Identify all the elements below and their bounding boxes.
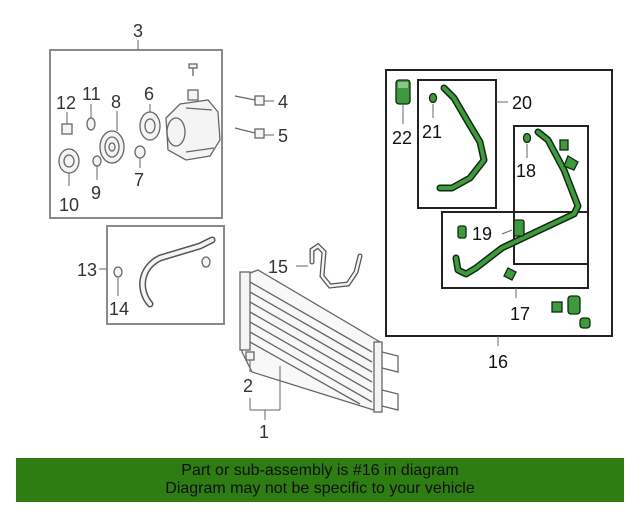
part-4-bolt[interactable] <box>234 95 274 106</box>
part-15-line[interactable] <box>296 242 363 289</box>
part-18-oring[interactable] <box>522 132 532 159</box>
part-21-oring[interactable] <box>428 92 438 119</box>
part-9-ring[interactable] <box>92 155 102 180</box>
leader-1 <box>249 366 281 420</box>
callout-18: 18 <box>516 161 536 181</box>
part-fittings[interactable] <box>551 295 591 329</box>
part-12-bolt[interactable] <box>61 112 73 135</box>
callout-9: 9 <box>91 183 101 203</box>
compressor-group: 3 12 11 8 6 <box>49 21 288 219</box>
callout-3: 3 <box>133 21 143 41</box>
part-11-ring[interactable] <box>86 104 96 131</box>
part-8-pulley[interactable] <box>99 111 125 164</box>
callout-17: 17 <box>510 304 530 324</box>
callout-2: 2 <box>243 376 253 396</box>
part-2-cap[interactable] <box>245 351 255 372</box>
part-13-hose[interactable] <box>139 236 216 308</box>
callout-14: 14 <box>109 299 129 319</box>
callout-4: 4 <box>278 92 288 112</box>
banner-line-2: Diagram may not be specific to your vehi… <box>165 480 475 497</box>
callout-10: 10 <box>59 195 79 215</box>
callout-6: 6 <box>144 84 154 104</box>
callout-20: 20 <box>512 93 532 113</box>
callout-19: 19 <box>472 224 492 244</box>
part-7-snap-ring[interactable] <box>134 145 146 168</box>
compressor-group-box <box>49 49 223 219</box>
hose-17-upper-box <box>513 125 589 265</box>
callout-1: 1 <box>259 422 269 442</box>
part-6-clutch[interactable] <box>139 104 161 141</box>
callout-5: 5 <box>278 126 288 146</box>
callout-13: 13 <box>77 260 97 280</box>
callout-21: 21 <box>422 122 442 142</box>
hose-17-lower-box <box>441 211 589 289</box>
callout-12: 12 <box>56 93 76 113</box>
part-22-cap[interactable] <box>395 79 411 124</box>
part-17-bracket[interactable] <box>503 139 579 281</box>
part-10-coil[interactable] <box>58 148 80 186</box>
callout-22: 22 <box>392 128 412 148</box>
receiver-drier <box>239 271 251 351</box>
callout-16: 16 <box>488 352 508 372</box>
callout-7: 7 <box>134 170 144 190</box>
assembly-16-group[interactable]: 16 22 20 21 <box>385 69 613 372</box>
info-banner: Part or sub-assembly is #16 in diagram D… <box>16 458 624 502</box>
compressor-body[interactable] <box>165 63 221 161</box>
hose-13-box <box>106 225 225 325</box>
callout-15: 15 <box>268 257 288 277</box>
assembly-16-box <box>385 69 613 337</box>
part-14-ring[interactable] <box>113 266 123 296</box>
part-5-bolt[interactable] <box>234 127 274 139</box>
banner-line-1: Part or sub-assembly is #16 in diagram <box>181 462 459 479</box>
hose-20-box <box>417 79 497 209</box>
hose-13-group: 13 14 <box>77 225 225 325</box>
part-20-hose[interactable] <box>436 84 488 192</box>
condenser[interactable] <box>239 269 399 413</box>
callout-11: 11 <box>82 84 101 104</box>
part-17-hose[interactable] <box>452 128 582 278</box>
part-19-valve[interactable] <box>457 219 525 239</box>
callout-8: 8 <box>111 92 121 112</box>
